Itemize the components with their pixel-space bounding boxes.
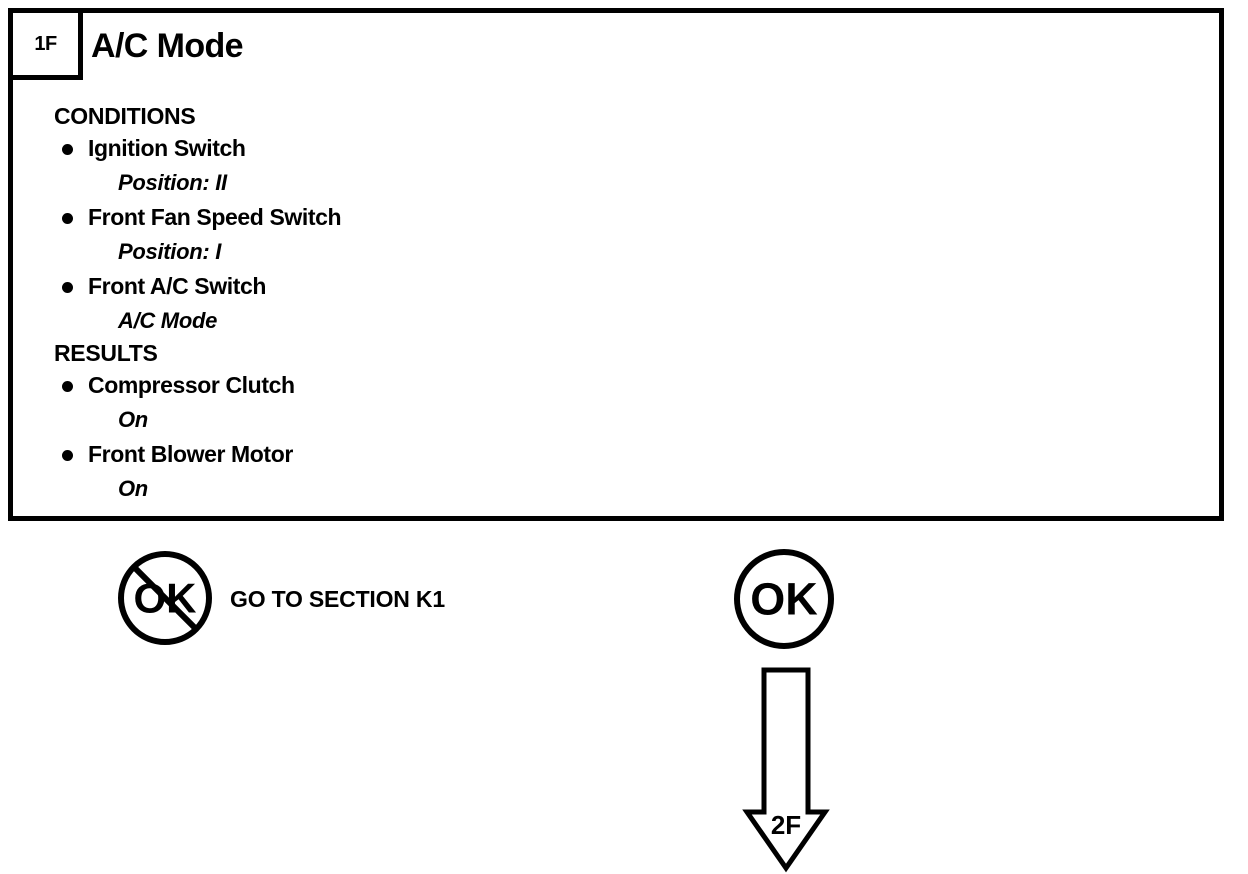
step-id-label: 1F bbox=[34, 33, 57, 55]
not-ok-action-label: GO TO SECTION K1 bbox=[230, 586, 445, 612]
condition-item: Front A/C Switch bbox=[54, 269, 1211, 303]
bullet-dot-icon bbox=[62, 381, 73, 392]
step-box: 1F A/C Mode CONDITIONS Ignition Switch P… bbox=[8, 8, 1224, 521]
next-step-arrow: 2F bbox=[738, 666, 834, 874]
ok-circle-icon: OK bbox=[732, 547, 836, 651]
result-item: Compressor Clutch bbox=[54, 368, 1211, 402]
condition-value: A/C Mode bbox=[118, 308, 218, 333]
condition-value: Position: I bbox=[118, 239, 222, 264]
section-heading-results: RESULTS bbox=[54, 340, 158, 366]
condition-item: Front Fan Speed Switch bbox=[54, 200, 1211, 234]
condition-label: Ignition Switch bbox=[88, 135, 246, 161]
result-value: On bbox=[118, 476, 148, 501]
condition-item: Ignition Switch bbox=[54, 131, 1211, 165]
condition-value: Position: II bbox=[118, 170, 227, 195]
bullet-dot-icon bbox=[62, 213, 73, 224]
ok-symbol-text: OK bbox=[750, 574, 818, 625]
result-label: Front Blower Motor bbox=[88, 441, 293, 467]
bullet-dot-icon bbox=[62, 282, 73, 293]
step-title: A/C Mode bbox=[91, 27, 244, 65]
section-heading-conditions: CONDITIONS bbox=[54, 103, 196, 129]
result-item: Front Blower Motor bbox=[54, 437, 1211, 471]
next-step-label: 2F bbox=[771, 810, 801, 840]
bullet-dot-icon bbox=[62, 144, 73, 155]
result-value: On bbox=[118, 407, 148, 432]
condition-label: Front A/C Switch bbox=[88, 273, 267, 299]
not-ok-circle-icon: OK bbox=[116, 549, 214, 647]
bullet-dot-icon bbox=[62, 450, 73, 461]
condition-label: Front Fan Speed Switch bbox=[88, 204, 342, 230]
step-id-tab: 1F bbox=[13, 13, 83, 80]
result-label: Compressor Clutch bbox=[88, 372, 295, 398]
step-body: CONDITIONS Ignition Switch Position: II … bbox=[54, 101, 1211, 506]
